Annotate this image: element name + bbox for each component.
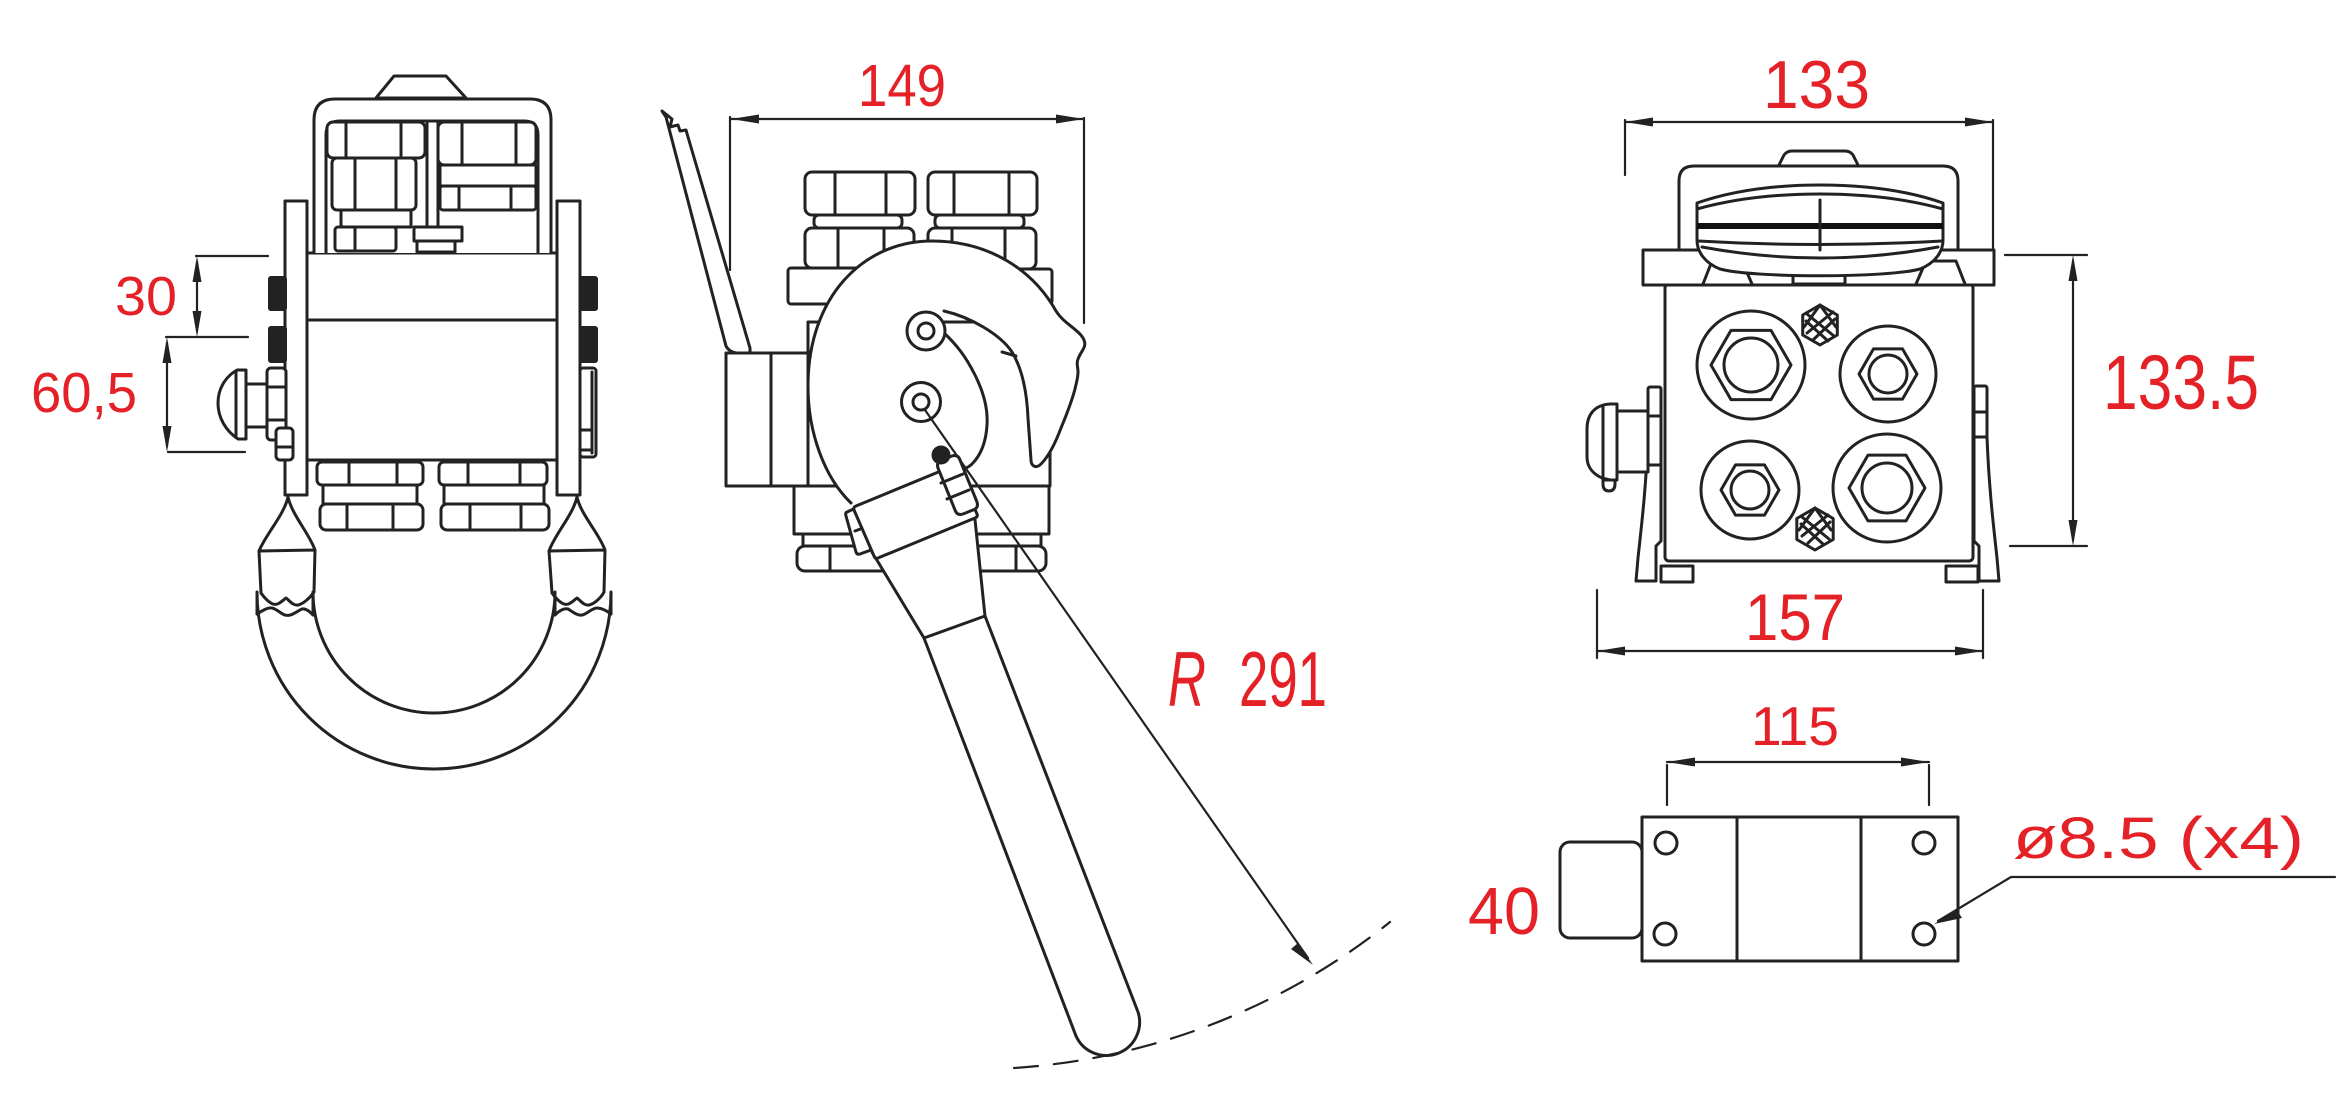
svg-text:60,5: 60,5 xyxy=(31,361,137,425)
svg-text:157: 157 xyxy=(1745,580,1845,654)
svg-text:30: 30 xyxy=(115,265,177,327)
svg-text:149: 149 xyxy=(858,53,946,119)
svg-text:133: 133 xyxy=(1763,47,1870,123)
svg-text:40: 40 xyxy=(1468,874,1540,949)
svg-text:115: 115 xyxy=(1751,695,1839,757)
svg-text:R: R xyxy=(1168,635,1206,723)
svg-text:133.5: 133.5 xyxy=(2103,340,2259,426)
svg-text:ø8.5 (x4): ø8.5 (x4) xyxy=(2013,806,2304,871)
svg-text:291: 291 xyxy=(1239,635,1327,723)
